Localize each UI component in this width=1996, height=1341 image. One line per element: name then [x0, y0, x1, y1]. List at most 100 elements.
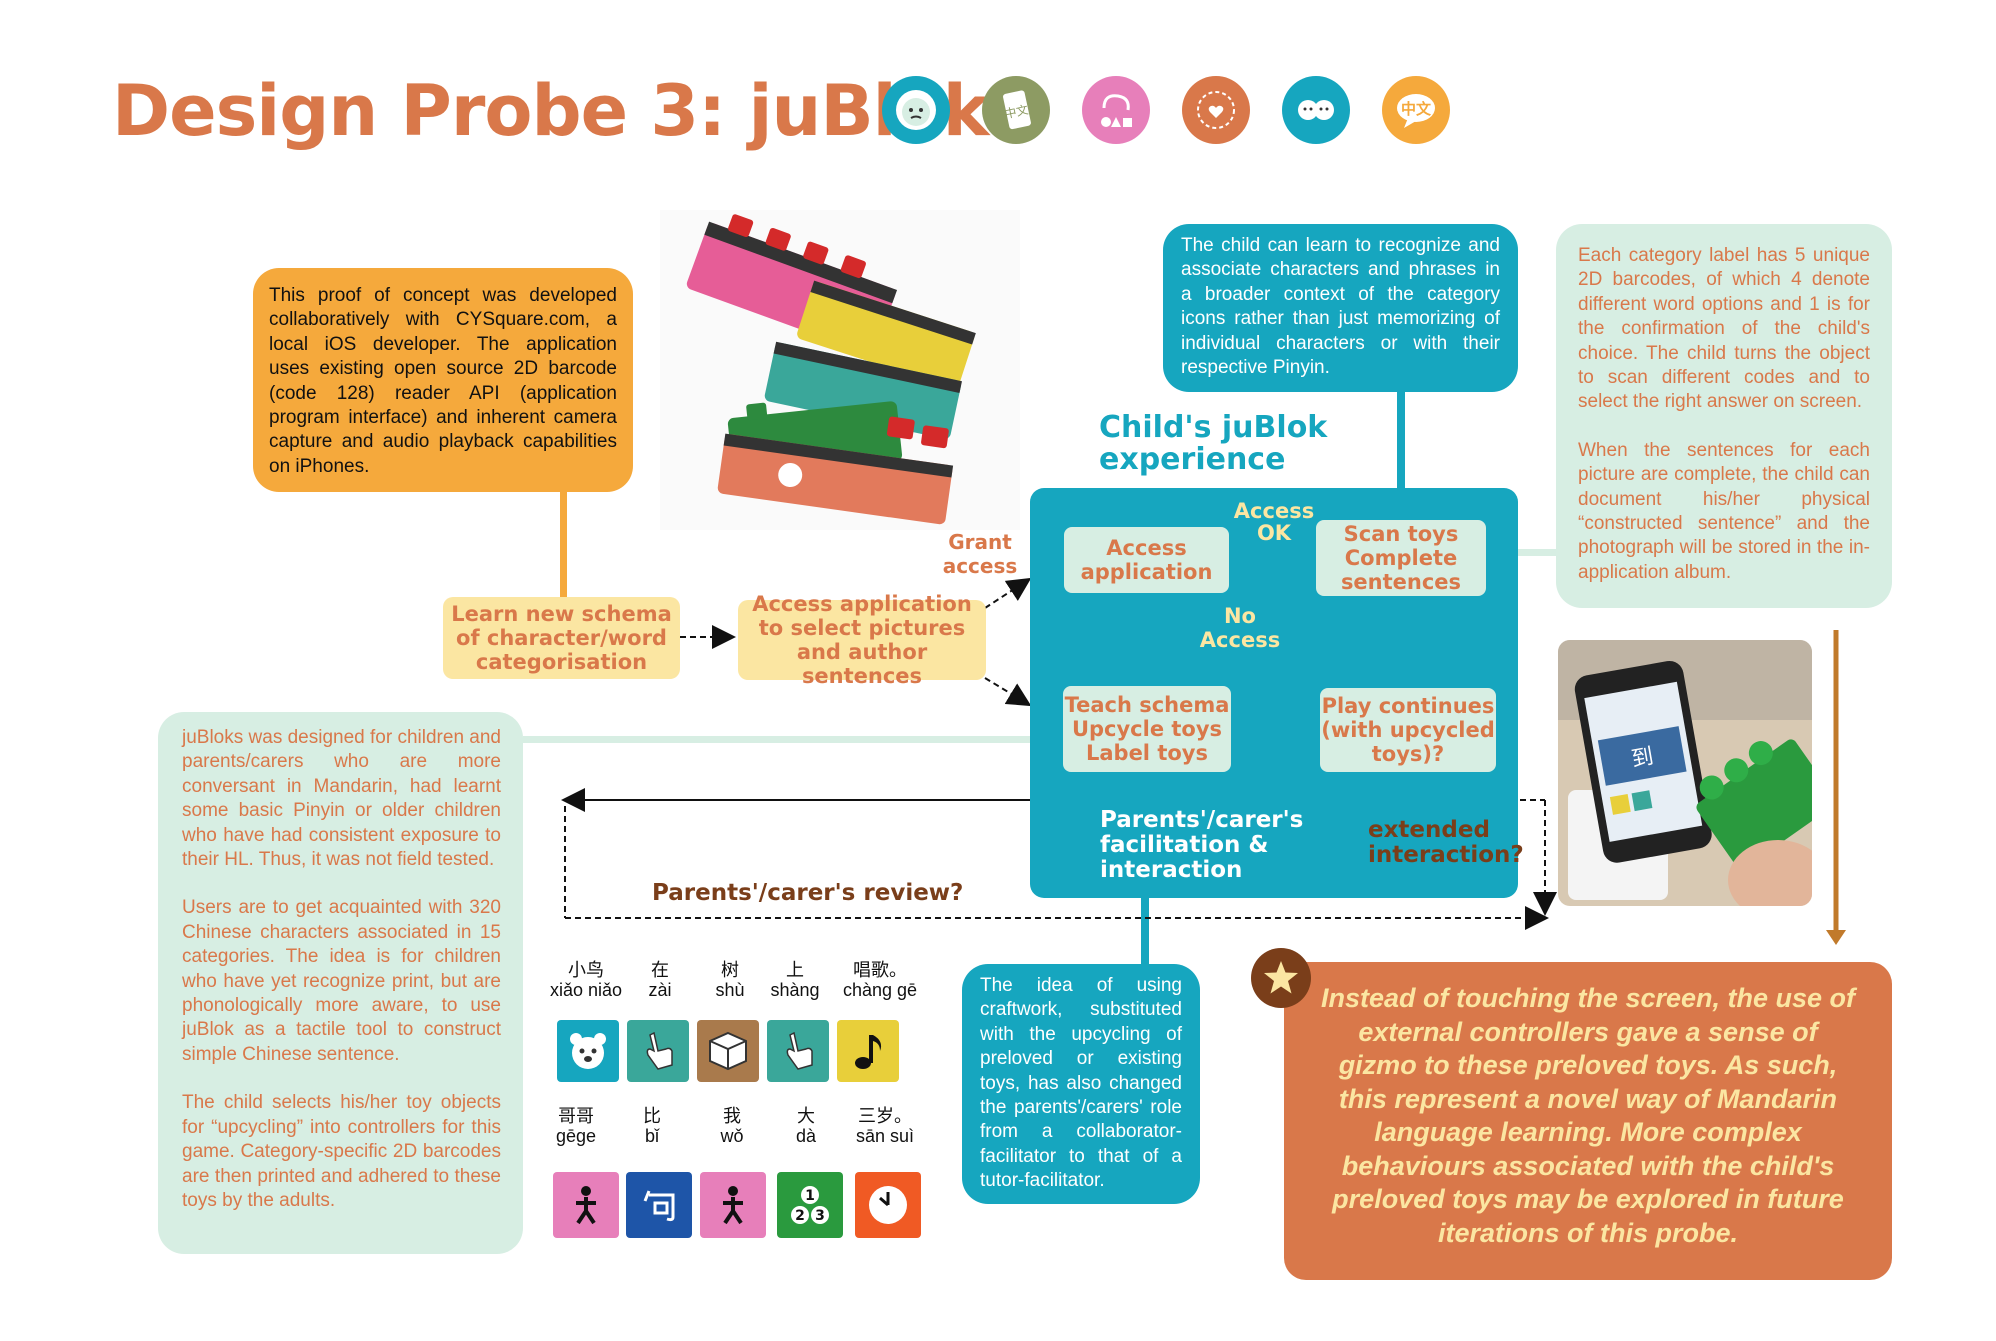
- pinyin: dà: [795, 1126, 817, 1146]
- page-title: Design Probe 3: juBloks: [112, 70, 1030, 152]
- access-application-line2: application: [1080, 560, 1213, 584]
- teach-schema-line2: Upcycle toys: [1071, 717, 1223, 741]
- pointing-hand-icon: [627, 1020, 689, 1082]
- teach-schema-line1: Teach schema: [1064, 693, 1230, 717]
- pinyin: shù: [715, 980, 745, 1000]
- learn-context-note: The child can learn to recognize and ass…: [1163, 224, 1518, 392]
- svg-text:中文: 中文: [1401, 100, 1432, 118]
- facilitation-line2: facilitation &: [1100, 832, 1269, 858]
- category-label-text-2: When the sentences for each picture are …: [1578, 439, 1870, 583]
- pinyin: shàng: [770, 980, 820, 1000]
- hanzi: 三岁。: [858, 1106, 912, 1126]
- hanzi: 我: [723, 1106, 741, 1126]
- play-continues-line2: (with upcycled: [1321, 718, 1495, 742]
- person-icon: [553, 1172, 619, 1238]
- conclusion-note: Instead of touching the screen, the use …: [1284, 962, 1892, 1280]
- hanzi: 小鸟: [568, 960, 604, 980]
- category-label-note: Each category label has 5 unique 2D barc…: [1556, 224, 1892, 608]
- heart-scissors-icon: [1182, 76, 1250, 144]
- music-note-icon: [837, 1020, 899, 1082]
- pointing-hand-icon: [767, 1020, 829, 1082]
- grant-access-line1: Grant: [948, 530, 1012, 554]
- category-label-text-1: Each category label has 5 unique 2D barc…: [1578, 245, 1870, 413]
- two-faces-icon: [1282, 76, 1350, 144]
- person-icon: [700, 1172, 766, 1238]
- svg-text:3: 3: [815, 1208, 825, 1224]
- craftwork-note: The idea of using craftwork, substituted…: [962, 964, 1200, 1204]
- hanzi: 比: [643, 1106, 661, 1126]
- craftwork-text: The idea of using craftwork, substituted…: [980, 975, 1182, 1192]
- designed-for-text-2: Users are to get acquainted with 320 Chi…: [182, 897, 501, 1065]
- scan-toys-line1: Scan toys: [1343, 522, 1459, 546]
- access-ok-line2: OK: [1256, 521, 1292, 545]
- phone-chinese-icon: 中文: [982, 76, 1050, 144]
- brain-shapes-icon: [1082, 76, 1150, 144]
- designed-for-note: juBloks was designed for children and pa…: [158, 712, 523, 1254]
- experience-title: Child's juBlok experience: [1099, 412, 1327, 476]
- teach-schema-line3: Label toys: [1085, 741, 1208, 765]
- experience-title-line2: experience: [1099, 442, 1286, 477]
- learn-schema-text: Learn new schema of character/word categ…: [451, 602, 672, 674]
- child-face-icon: [882, 76, 950, 144]
- access-select-node: Access application to select pictures an…: [738, 592, 986, 688]
- clock-icon: [855, 1172, 921, 1238]
- pinyin: sān suì: [855, 1126, 915, 1146]
- scan-toys-line3: sentences: [1340, 570, 1462, 594]
- compare-character-icon: [626, 1172, 692, 1238]
- no-access-line1: No: [1223, 604, 1256, 628]
- lego-toy-photo: [660, 210, 1020, 530]
- facilitation-line1: Parents'/carer's: [1100, 807, 1304, 833]
- access-application-line1: Access: [1106, 536, 1187, 560]
- designed-for-text-1: juBloks was designed for children and pa…: [182, 727, 501, 871]
- vocab-2-5: 三岁。sān suì: [846, 1106, 924, 1146]
- access-ok-line1: Access: [1233, 499, 1315, 523]
- vocab-1-5: 唱歌。chàng gē: [836, 960, 924, 1000]
- play-continues-line1: Play continues: [1321, 694, 1495, 718]
- pinyin: zài: [648, 980, 672, 1000]
- review-label: Parents'/carer's review?: [652, 880, 964, 906]
- chinese-speech-icon: 中文: [1382, 76, 1450, 144]
- hanzi: 上: [786, 960, 804, 980]
- bear-icon: [557, 1020, 619, 1082]
- svg-text:2: 2: [795, 1208, 805, 1224]
- learn-schema-node: Learn new schema of character/word categ…: [443, 597, 680, 679]
- play-continues-line3: toys)?: [1371, 742, 1445, 766]
- facilitation-line3: interaction: [1100, 857, 1243, 883]
- pinyin: chàng gē: [842, 980, 918, 1000]
- scan-toys-line2: Complete: [1344, 546, 1458, 570]
- grant-access-line2: access: [942, 554, 1018, 578]
- pinyin: bǐ: [644, 1126, 659, 1146]
- phone-scanning-photo: 到: [1558, 640, 1812, 906]
- hanzi: 大: [797, 1106, 815, 1126]
- hanzi: 树: [721, 960, 739, 980]
- pinyin: xiǎo niǎo: [550, 980, 623, 1000]
- designed-for-text-3: The child selects his/her toy objects fo…: [182, 1092, 501, 1211]
- proof-of-concept-note: This proof of concept was developed coll…: [253, 268, 633, 492]
- svg-text:1: 1: [805, 1188, 815, 1204]
- extended-line2: interaction?: [1368, 842, 1524, 868]
- hanzi: 唱歌。: [853, 960, 907, 980]
- pinyin: wǒ: [720, 1126, 744, 1146]
- conclusion-text: Instead of touching the screen, the use …: [1320, 983, 1856, 1248]
- hanzi: 在: [651, 960, 669, 980]
- star-icon: [1251, 948, 1311, 1008]
- experience-title-line1: Child's juBlok: [1099, 410, 1328, 445]
- svg-text:到: 到: [1630, 744, 1656, 772]
- extended-line1: extended: [1368, 817, 1490, 843]
